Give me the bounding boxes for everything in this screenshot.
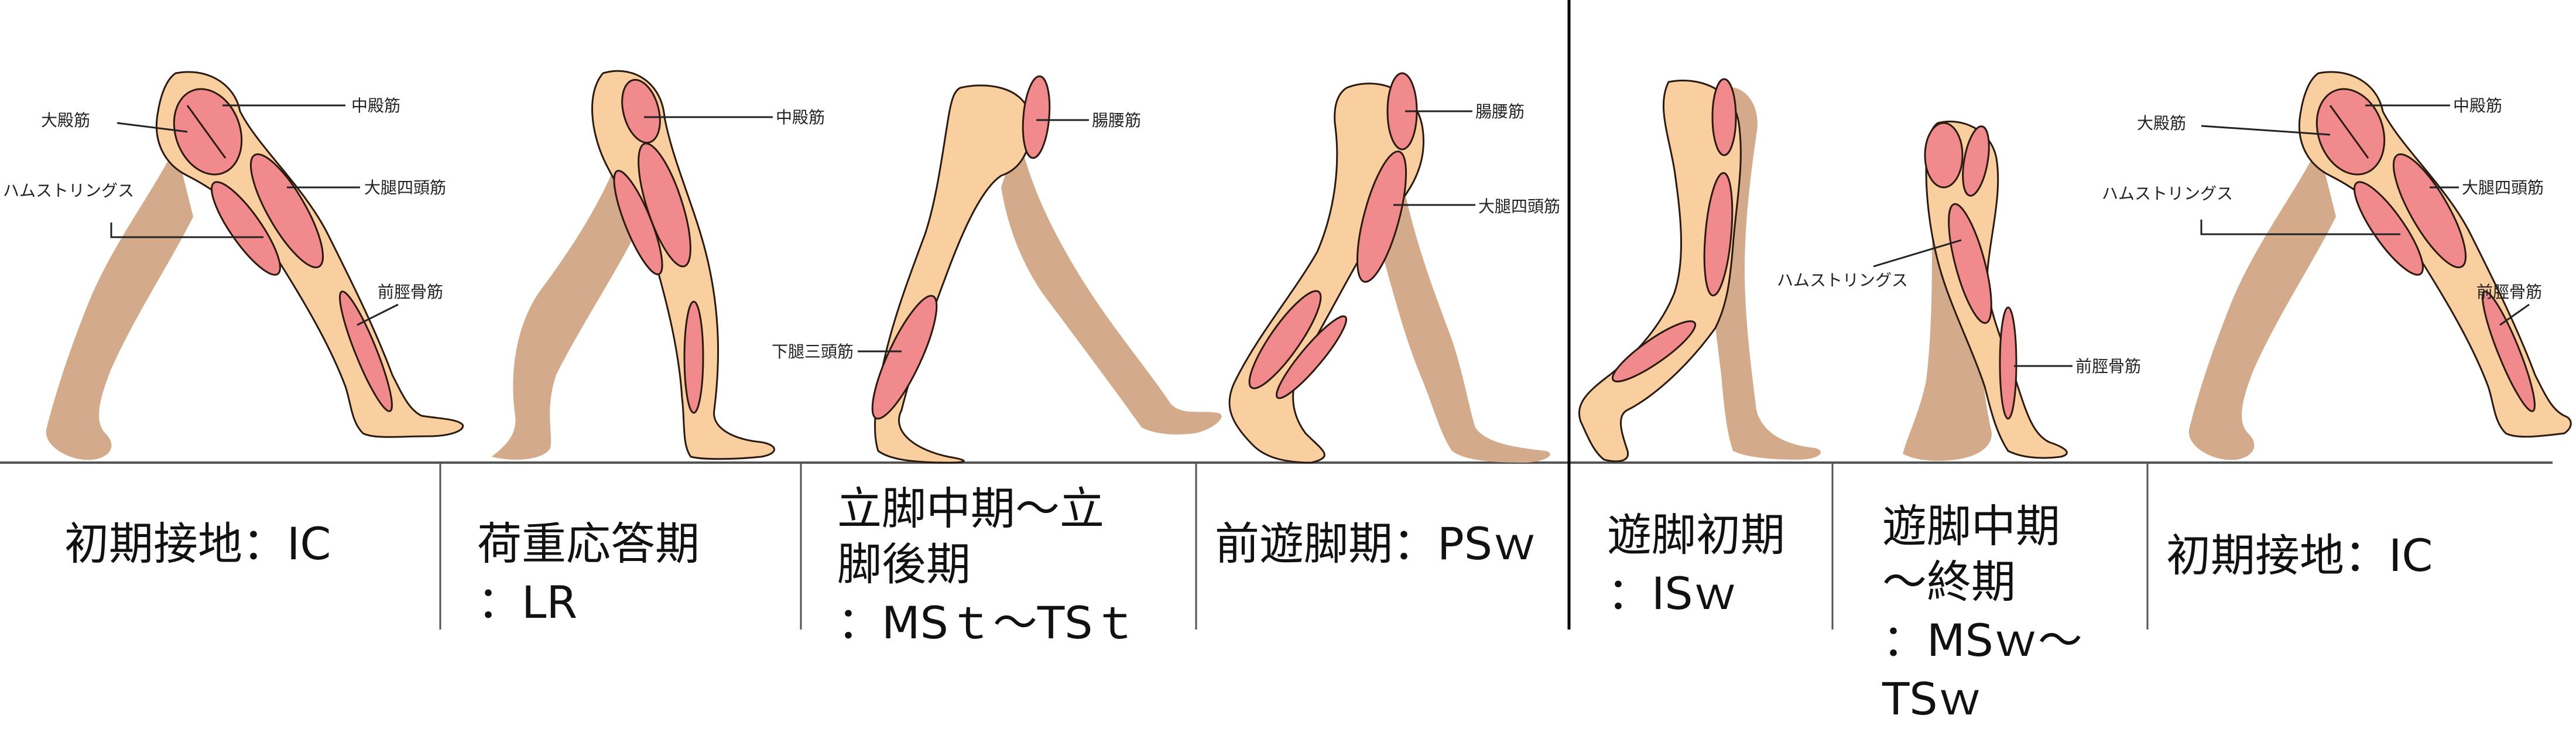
phase-label-lr: 荷重応答期 ：LR — [477, 518, 714, 628]
leg-figure-isw — [1578, 78, 1821, 463]
label-gluteus-medius: 中殿筋 — [351, 96, 400, 115]
label-tibialis-anterior: 前脛骨筋 — [378, 282, 443, 302]
phase-label-psw: 前遊脚期：PSｗ — [1215, 518, 1537, 570]
leg-figure-lr — [492, 70, 775, 460]
label-tibialis-anterior-2: 前脛骨筋 — [2075, 357, 2141, 376]
leg-figure-mst — [871, 75, 1222, 464]
label-quadriceps-3: 大腿四頭筋 — [2462, 178, 2544, 197]
label-hamstrings: ハムストリングス — [3, 181, 134, 200]
phase-label-ic-2: 初期接地：IC — [2166, 529, 2433, 581]
label-gluteus-medius-3: 中殿筋 — [2453, 96, 2502, 115]
phase-label-isw: 遊脚初期 ：ISｗ — [1607, 509, 1799, 620]
label-tibialis-anterior-3: 前脛骨筋 — [2476, 282, 2542, 302]
label-triceps-surae: 下腿三頭筋 — [772, 342, 854, 361]
label-quadriceps: 大腿四頭筋 — [364, 178, 446, 197]
phase-label-mst-tst: 立脚中期～立 脚後期 ：MSｔ～TSｔ — [837, 483, 1137, 649]
label-gluteus-maximus-3: 大殿筋 — [2137, 114, 2186, 133]
label-iliopsoas-2: 腸腰筋 — [1475, 102, 1525, 121]
label-quadriceps-2: 大腿四頭筋 — [1478, 197, 1560, 216]
leg-figure-ic-2 — [2188, 71, 2572, 460]
label-hamstrings-2: ハムストリングス — [1777, 271, 1908, 290]
leg-figure-ic — [46, 71, 464, 460]
phase-label-msw-tsw: 遊脚中期 ～終期 ：MSｗ～ TSｗ — [1882, 500, 2097, 725]
phase-label-ic: 初期接地：IC — [64, 518, 331, 570]
label-hamstrings-3: ハムストリングス — [2102, 184, 2233, 203]
label-gluteus-medius-2: 中殿筋 — [776, 108, 825, 127]
label-gluteus-maximus: 大殿筋 — [41, 111, 90, 130]
label-iliopsoas: 腸腰筋 — [1092, 111, 1141, 130]
leg-figure-msw — [1903, 121, 2068, 461]
leg-figure-psw — [1228, 72, 1550, 464]
